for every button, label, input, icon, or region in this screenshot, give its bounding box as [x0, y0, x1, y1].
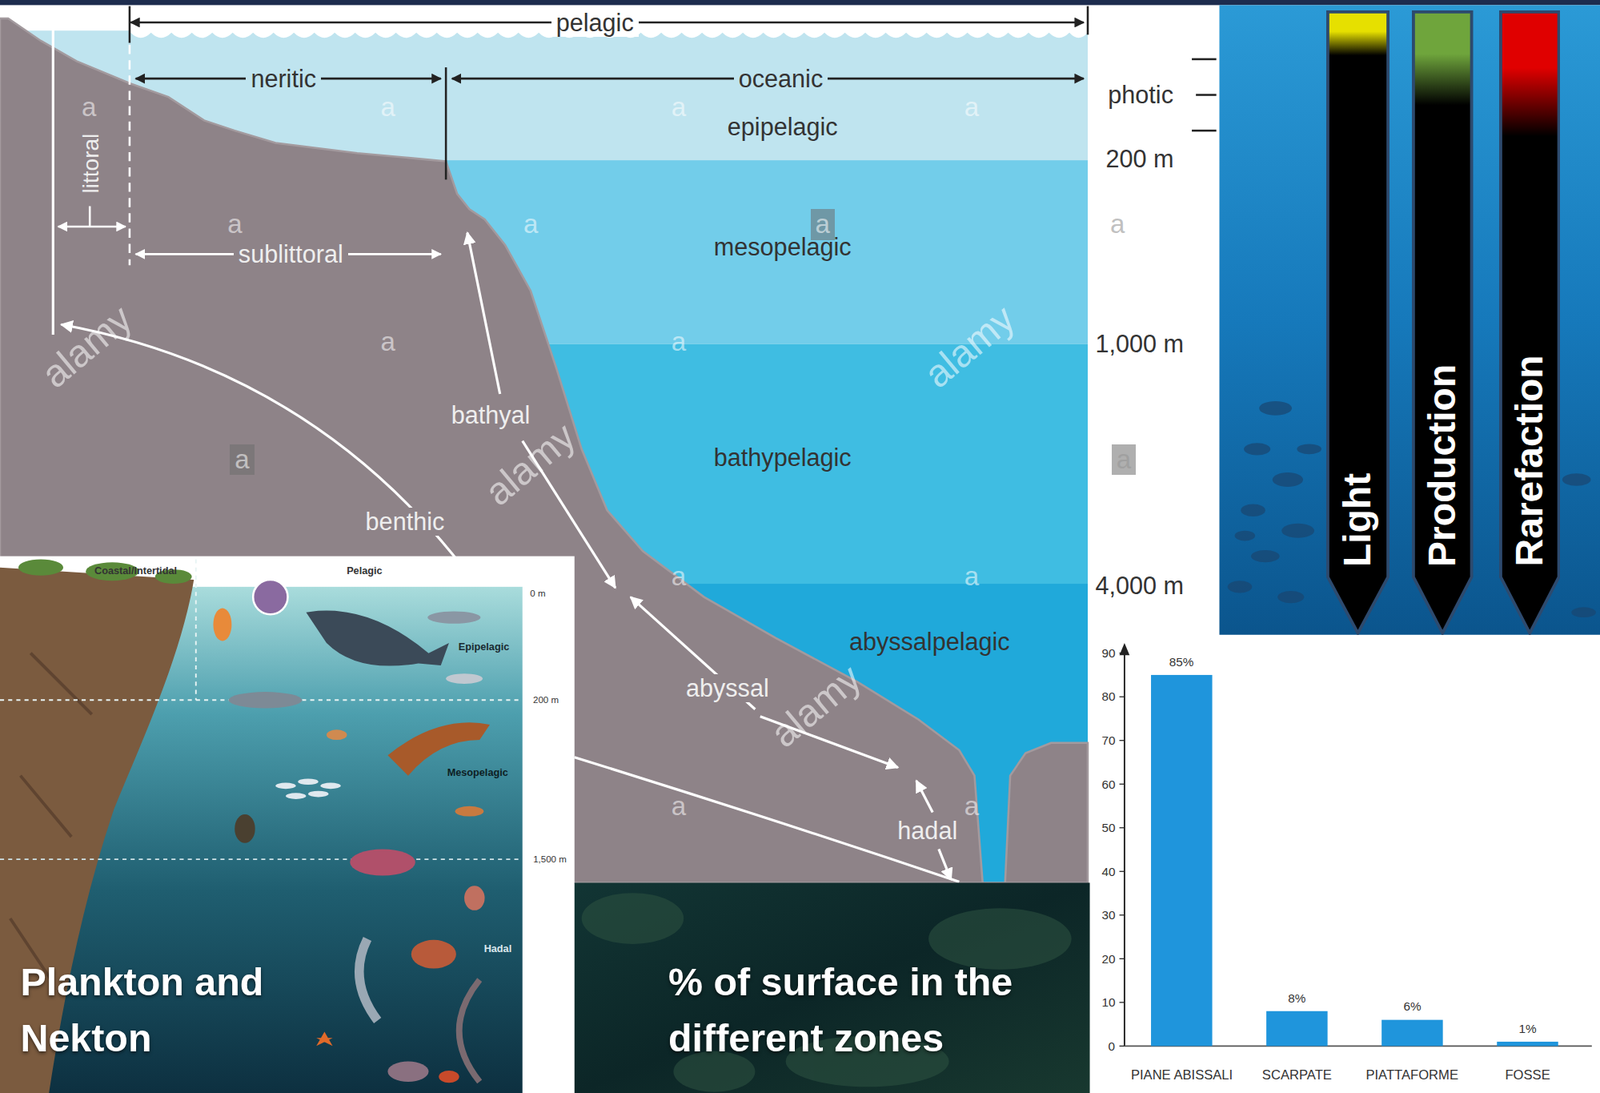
axis-tick [1119, 1045, 1125, 1047]
axis-tick-label: 30 [1101, 907, 1115, 923]
arrow-label: Production [1421, 363, 1464, 566]
depth-ticks [1191, 59, 1217, 131]
zone-label: abyssalpelagic [849, 627, 1011, 656]
depth-label: 200 m [1106, 144, 1175, 173]
top-bar [0, 0, 1600, 5]
bar [1381, 1019, 1443, 1047]
gradient-arrow: Production [1411, 10, 1473, 635]
bar-chart [1119, 642, 1592, 1046]
inset-label: Pelagic [346, 565, 382, 578]
axis-tick-label: 70 [1101, 733, 1115, 748]
watermark: a [229, 444, 254, 475]
watermark: a [964, 561, 979, 592]
axis-tick [1119, 914, 1125, 915]
depth-label: 0 m [529, 588, 546, 599]
gradient-arrow: Light [1326, 10, 1390, 635]
watermark: a [81, 92, 97, 123]
watermark: a [1110, 208, 1125, 240]
zone-label: pelagic [551, 8, 639, 37]
zone-label: hadal [892, 816, 963, 845]
axis-tick [1119, 739, 1125, 741]
axis-tick-label: 90 [1101, 645, 1115, 661]
bar-value: 1% [1518, 1021, 1536, 1036]
axis-tick [1119, 652, 1125, 654]
watermark: a [380, 92, 395, 123]
inset-label: Coastal/Intertidal [94, 565, 177, 578]
axis-tick-label: 40 [1101, 864, 1115, 879]
panel-title: Plankton and Nekton [20, 953, 326, 1066]
bar [1266, 1010, 1328, 1047]
watermark: a [810, 208, 835, 240]
arrow-label: Rarefaction [1508, 354, 1552, 566]
bar-value: 6% [1403, 998, 1421, 1014]
axis-tick [1119, 783, 1125, 785]
surface-panel [574, 882, 1091, 1093]
zone-label: epipelagic [727, 112, 839, 141]
category-label: PIANE ABISSALI [1130, 1066, 1233, 1084]
watermark: a [671, 561, 686, 592]
bar [1150, 674, 1212, 1046]
zone-label: bathyal [446, 401, 536, 430]
zone-label: oceanic [733, 64, 828, 93]
axis-tick-label: 60 [1101, 777, 1115, 792]
depth-label: 200 m [533, 694, 559, 706]
zone-label: abyssal [681, 673, 774, 702]
axis-tick [1119, 958, 1125, 959]
axis-tick [1119, 696, 1125, 698]
inset-label: Mesopelagic [447, 766, 509, 779]
axis-tick-label: 20 [1101, 951, 1115, 967]
watermark: a [1111, 444, 1136, 475]
watermark: a [380, 326, 395, 357]
photo-panel [1219, 4, 1600, 634]
axis-tick-label: 0 [1107, 1038, 1115, 1054]
category-label: SCARPATE [1262, 1066, 1332, 1083]
watermark: a [523, 208, 538, 240]
watermark: a [671, 790, 686, 822]
axis-tick-label: 10 [1101, 994, 1115, 1010]
depth-label: 4,000 m [1095, 571, 1185, 600]
watermark: a [671, 92, 686, 123]
zone-label: sublittoral [233, 240, 349, 269]
axis-tick [1119, 826, 1125, 828]
arrow-label: Light [1337, 472, 1380, 566]
depth-label: 1,000 m [1095, 329, 1185, 358]
bar [1496, 1041, 1558, 1046]
watermark: a [227, 208, 242, 240]
zone-label: benthic [360, 507, 450, 536]
zone-label: neritic [245, 64, 321, 93]
watermark: a [964, 790, 979, 822]
axis-tick [1119, 870, 1125, 872]
category-label: FOSSE [1504, 1066, 1550, 1083]
axis-tick-label: 50 [1101, 820, 1115, 835]
bar-value: 8% [1287, 990, 1306, 1006]
inset-label: Hadal [484, 942, 513, 955]
axis-tick [1119, 1001, 1125, 1003]
depth-label: photic [1107, 80, 1174, 109]
category-label: PIATTAFORME [1365, 1066, 1459, 1083]
plankton-inset [0, 556, 575, 1093]
zone-label: littoral [78, 133, 105, 194]
watermark: a [671, 326, 686, 357]
gradient-arrow: Rarefaction [1499, 10, 1560, 635]
inset-label: Epipelagic [458, 641, 510, 654]
depth-label: 1,500 m [533, 854, 567, 865]
zone-label: bathypelagic [713, 443, 852, 472]
panel-title: % of surface in the different zones [668, 953, 1077, 1066]
bar-value: 85% [1169, 654, 1195, 670]
axis-tick-label: 80 [1101, 689, 1115, 704]
watermark: a [964, 92, 979, 123]
